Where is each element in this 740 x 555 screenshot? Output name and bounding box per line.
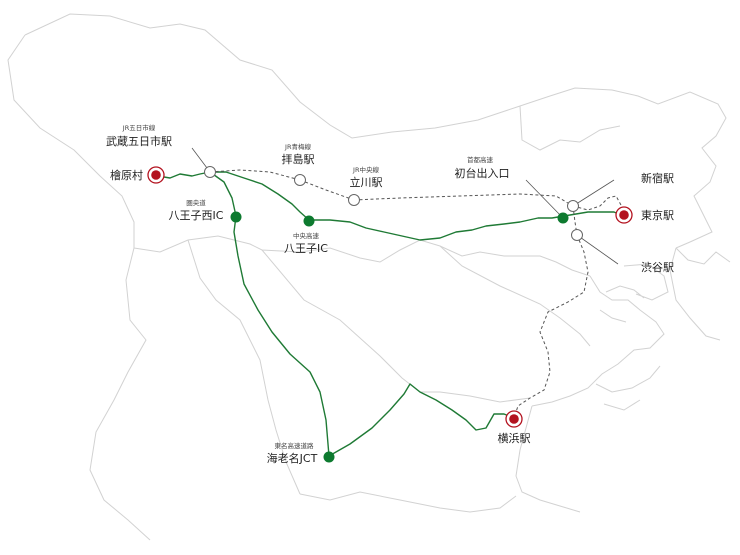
sublabel-musashi-itsukaichi: JR五日市線 (122, 123, 156, 132)
route-hinohara-itsukaichi (157, 171, 211, 179)
rail-haijima-tachikawa (299, 179, 355, 201)
red-target-icon (615, 206, 633, 224)
route-tomei (328, 383, 515, 457)
sublabel-hachioji: 中央高速 (293, 231, 320, 240)
green-dot-icon (303, 215, 315, 227)
kanagawa-inner (261, 249, 531, 403)
interchanges (230, 211, 569, 463)
label-hachioji: 八王子IC (284, 242, 328, 255)
rail-routes (209, 169, 622, 419)
label-haijima: 拝島駅 (282, 152, 315, 166)
tama-river (439, 245, 591, 347)
red-target-icon (505, 410, 523, 428)
hollow-circle-icon (204, 166, 216, 178)
bay-coast-north (531, 275, 665, 407)
rail-tachikawa-shinjuku (353, 193, 574, 207)
rail-stops (204, 166, 583, 241)
label-hachioji-nishi: 八王子西IC (169, 209, 224, 222)
boundary-lines (7, 13, 731, 541)
label-shibuya: 渋谷駅 (641, 261, 674, 274)
saitama-edge (519, 105, 621, 151)
label-hatsudai: 初台出入口 (455, 166, 510, 180)
label-yokohama: 横浜駅 (498, 431, 531, 445)
sublabel-ebina: 東名高速道路 (275, 441, 315, 450)
red-target-icon (147, 166, 165, 184)
hollow-circle-icon (348, 194, 360, 206)
hollow-circle-icon (567, 200, 579, 212)
rail-shinjuku-tokyo (572, 195, 622, 211)
sublabel-tachikawa: JR中央線 (352, 165, 379, 174)
rail-itsukaichi-haijima (209, 169, 301, 181)
route-itsukaichi-hachioji (209, 171, 310, 221)
leader-hatsudai (525, 179, 564, 219)
sublabel-haijima: JR青梅線 (284, 142, 311, 151)
label-ebina: 海老名JCT (267, 451, 318, 465)
label-tokyo: 東京駅 (641, 208, 674, 222)
miura-coast (299, 491, 517, 513)
label-shinjuku: 新宿駅 (641, 171, 674, 185)
tokyo-outline (24, 13, 727, 249)
tokyo-west-lobe (7, 34, 135, 248)
chiba-coast (669, 247, 731, 341)
kanagawa-west (89, 247, 151, 541)
bay-piers (595, 263, 669, 411)
label-musashi-itsukaichi: 武蔵五日市駅 (106, 134, 172, 148)
expressway-routes (157, 171, 622, 457)
leader-shibuya (576, 234, 619, 265)
destinations (147, 166, 633, 428)
sublabel-hachioji-nishi: 圏央道 (186, 198, 206, 207)
sagami-line (187, 239, 301, 495)
green-dot-icon (230, 211, 242, 223)
hollow-circle-icon (294, 174, 306, 186)
label-hinohara: 檜原村 (110, 168, 143, 182)
yokohama-coast (515, 405, 581, 513)
rail-shibuya-yokohama (513, 234, 589, 419)
hollow-circle-icon (571, 229, 583, 241)
leader-shinjuku (572, 179, 615, 207)
green-dot-icon (557, 212, 569, 224)
tama-boundary (133, 235, 591, 277)
green-dot-icon (323, 451, 335, 463)
route-ken-o-do (209, 171, 330, 457)
label-tachikawa: 立川駅 (350, 175, 383, 189)
route-chuo-expressway (308, 211, 622, 241)
sublabel-hatsudai: 首都高速 (467, 155, 494, 164)
place-labels: 檜原村 JR五日市線 武蔵五日市駅 JR青梅線 拝島駅 JR中央線 立川駅 首都… (106, 123, 674, 465)
